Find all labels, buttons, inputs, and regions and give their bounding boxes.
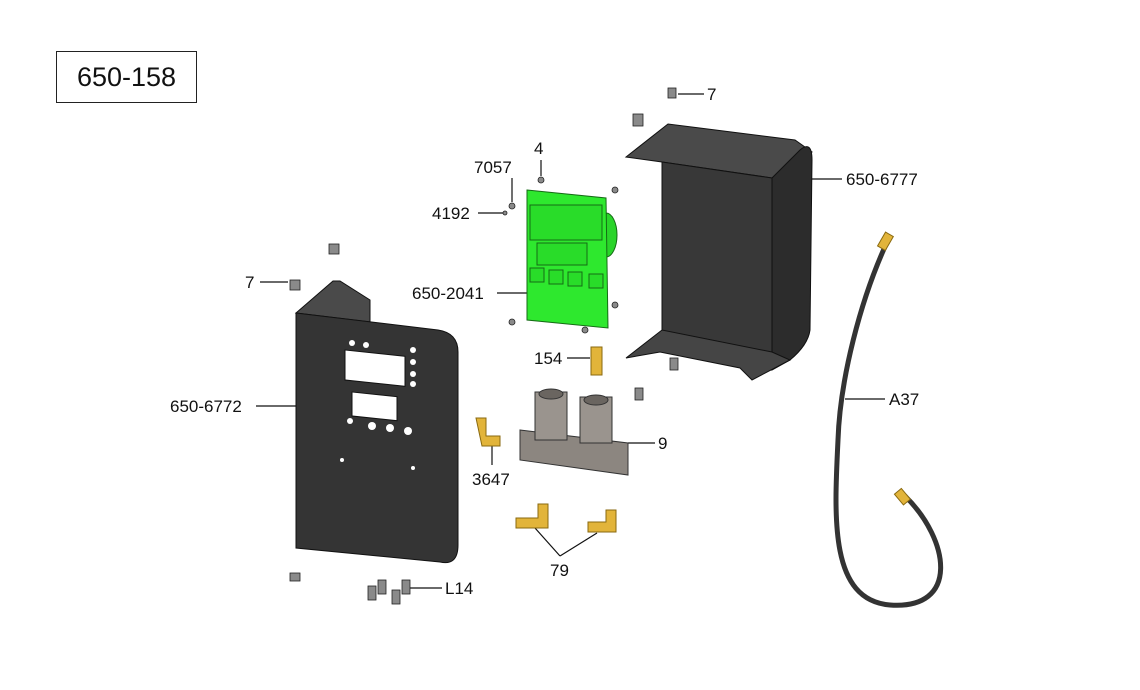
callout-right-cover: 650-6777 bbox=[846, 170, 918, 189]
callout-fitting-straight: 154 bbox=[534, 349, 563, 368]
manifold-block bbox=[519, 388, 629, 476]
right-cover bbox=[624, 123, 813, 381]
control-board bbox=[526, 189, 618, 329]
callout-hose: A37 bbox=[889, 390, 920, 409]
left-panel bbox=[294, 280, 459, 564]
hose bbox=[833, 231, 944, 608]
callout-bottom-screws: L14 bbox=[445, 579, 474, 598]
callout-spacer: 7057 bbox=[474, 158, 512, 177]
callout-nut: 4 bbox=[534, 139, 544, 158]
callout-fitting-elbow: 3647 bbox=[472, 470, 510, 489]
diagram-title: 650-158 bbox=[56, 51, 197, 103]
callout-left-panel: 650-6772 bbox=[170, 397, 242, 416]
brass-fittings bbox=[475, 346, 617, 533]
callout-elbows: 79 bbox=[550, 561, 569, 580]
leader-lines bbox=[256, 93, 885, 589]
callout-control-board: 650-2041 bbox=[412, 284, 484, 303]
callout-washer: 4192 bbox=[432, 204, 470, 223]
callout-screw-top: 7 bbox=[707, 85, 717, 104]
callout-screw-left: 7 bbox=[245, 273, 255, 292]
hardware bbox=[289, 87, 679, 605]
callout-manifold-block: 9 bbox=[658, 434, 668, 453]
